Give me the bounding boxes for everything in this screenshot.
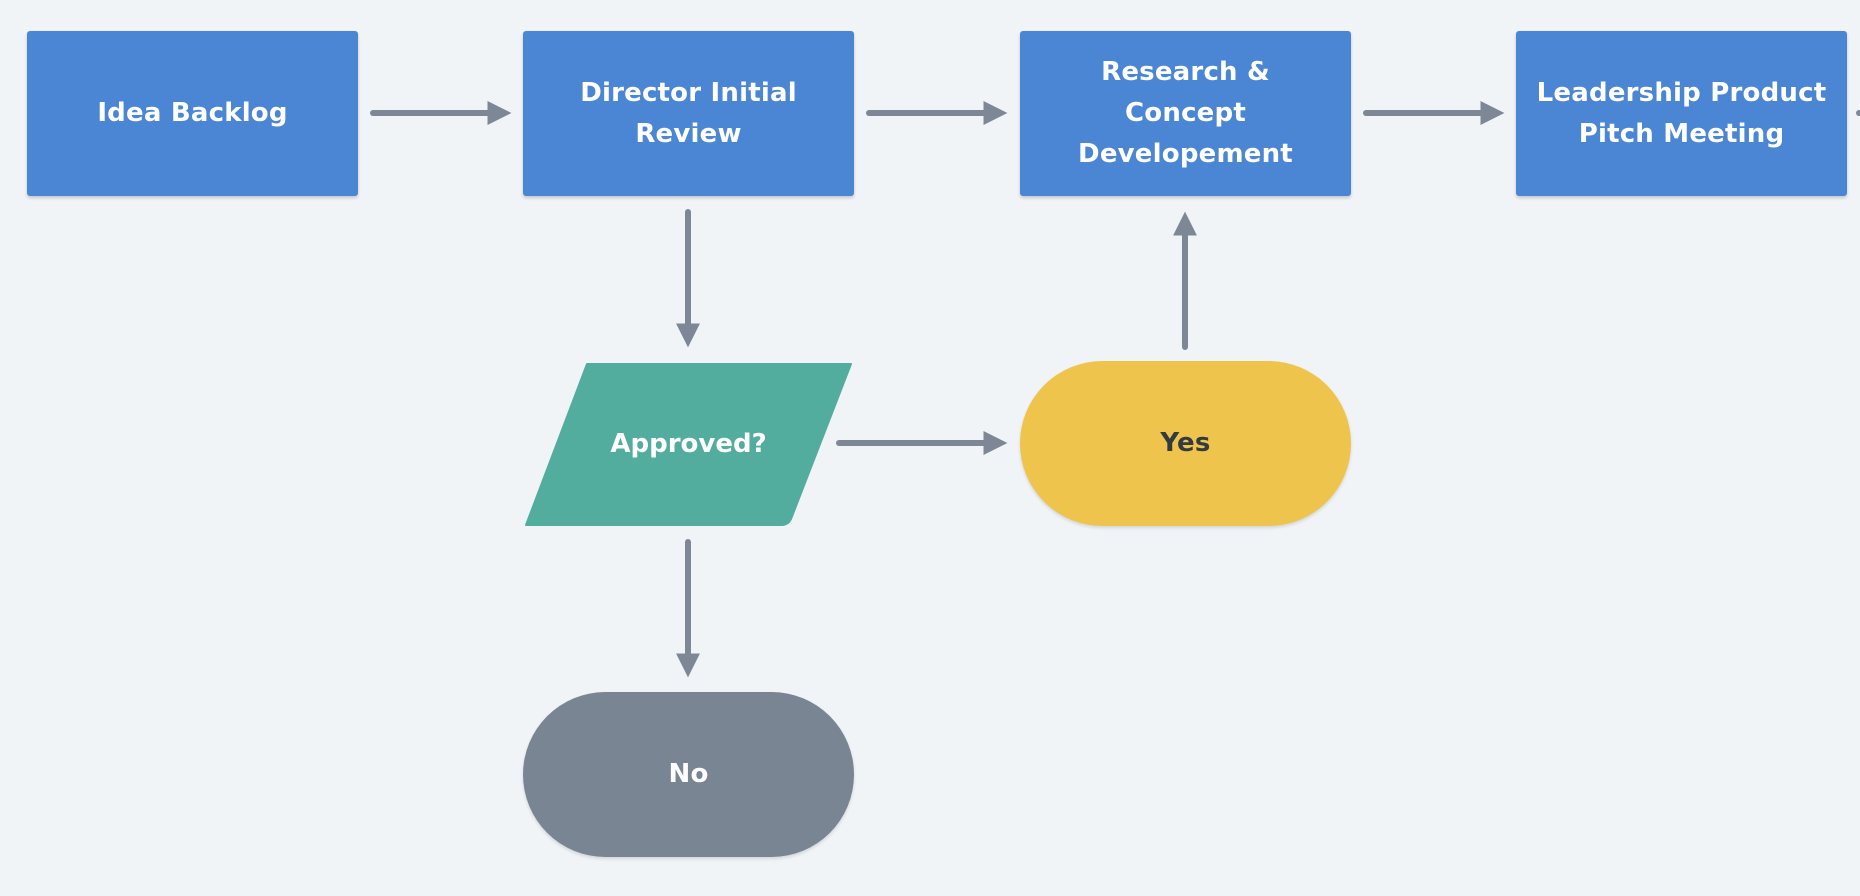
leadership-pitch-label: Leadership Product Pitch Meeting bbox=[1536, 77, 1827, 149]
idea-backlog-label: Idea Backlog bbox=[97, 98, 288, 128]
yes-label: Yes bbox=[1160, 428, 1211, 458]
leadership-pitch-node[interactable]: Leadership Product Pitch Meeting bbox=[1516, 31, 1847, 196]
director-review-label: Director Initial Review bbox=[580, 77, 797, 149]
approved-decision-node[interactable]: Approved? bbox=[523, 361, 854, 526]
no-terminal-node[interactable]: No bbox=[523, 692, 854, 857]
decision-shape bbox=[525, 363, 852, 526]
idea-backlog-node[interactable]: Idea Backlog bbox=[27, 31, 358, 196]
research-concept-label: Research & Concept Developement bbox=[1078, 57, 1293, 169]
research-concept-node[interactable]: Research & Concept Developement bbox=[1020, 31, 1351, 196]
director-review-node[interactable]: Director Initial Review bbox=[523, 31, 854, 196]
no-label: No bbox=[668, 759, 709, 789]
yes-terminal-node[interactable]: Yes bbox=[1020, 361, 1351, 526]
approved-label: Approved? bbox=[610, 428, 767, 459]
